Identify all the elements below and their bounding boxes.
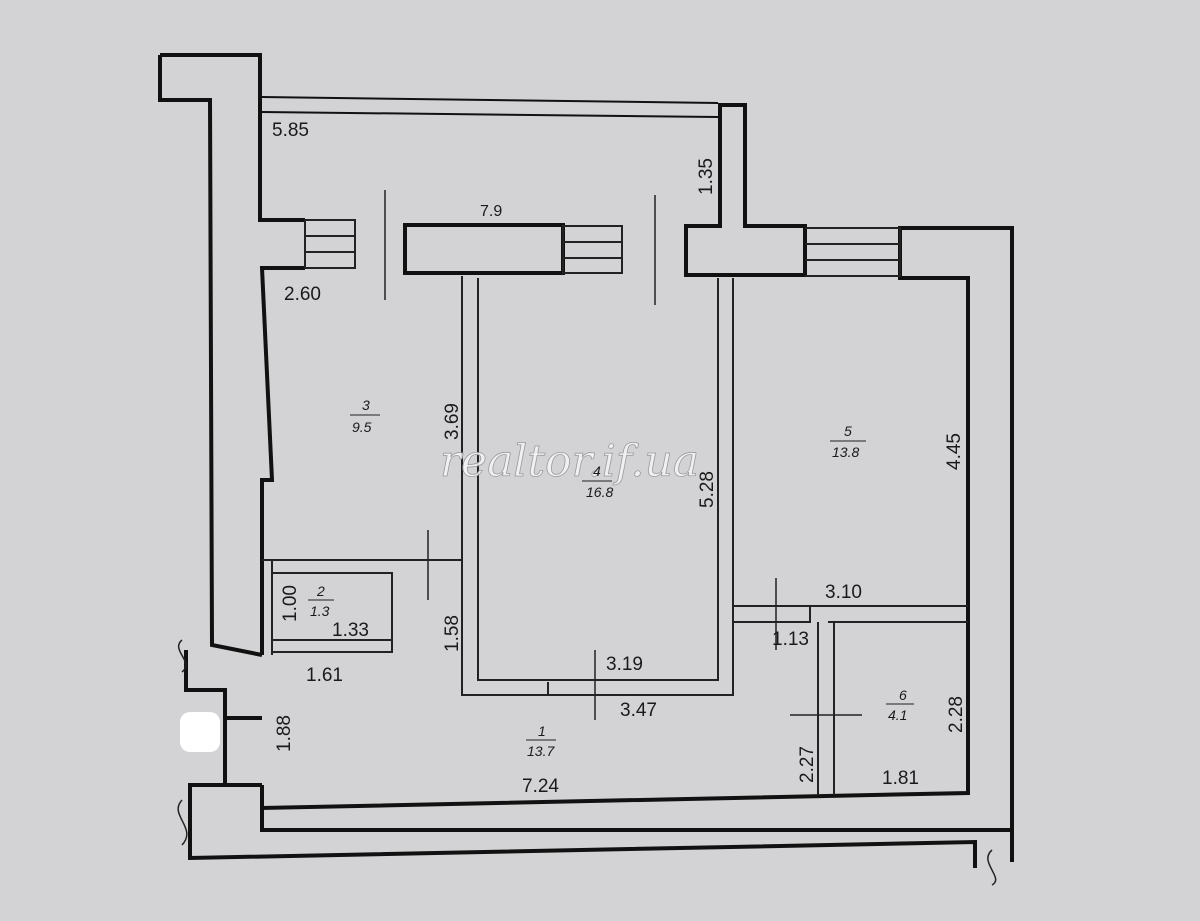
dimension-markers <box>177 190 997 886</box>
left-outer-wall <box>158 53 305 657</box>
dim-room6-top: 1.13 <box>772 629 809 650</box>
room-5-label: 5 13.8 <box>830 423 866 460</box>
dim-room5-width: 3.10 <box>825 582 862 603</box>
svg-text:1.3: 1.3 <box>310 603 330 619</box>
svg-text:3: 3 <box>362 397 370 413</box>
room-3-label: 3 9.5 <box>350 397 380 435</box>
dim-room4-inner-width: 3.19 <box>606 654 643 675</box>
dim-room3-depth: 3.69 <box>442 403 463 440</box>
balcony-edge <box>261 96 719 118</box>
watermark: realtor.if.ua <box>440 436 699 487</box>
wall-pier-1 <box>403 223 565 275</box>
dim-room6-height: 2.28 <box>946 696 967 733</box>
dim-room6-width: 1.81 <box>882 768 919 789</box>
svg-text:6: 6 <box>899 687 907 703</box>
dim-entry-width: 1.88 <box>274 715 295 752</box>
room-4-label: 4 16.8 <box>582 463 613 500</box>
dim-balcony-depth: 1.35 <box>696 158 717 195</box>
dim-room6-left: 2.27 <box>797 746 818 783</box>
wall-pier-2 <box>684 103 807 277</box>
bottom-outer-wall <box>188 808 1012 868</box>
entry-marker <box>180 712 220 752</box>
partitions <box>262 276 968 795</box>
dim-room4-depth: 5.28 <box>697 471 718 508</box>
svg-text:13.8: 13.8 <box>832 444 859 460</box>
dim-room2-width: 1.33 <box>332 620 369 641</box>
svg-text:2: 2 <box>316 583 325 599</box>
dim-room1-width: 7.24 <box>522 776 559 797</box>
svg-text:13.7: 13.7 <box>527 743 555 759</box>
svg-text:1: 1 <box>538 723 546 739</box>
dim-room2-height: 1.00 <box>280 585 301 622</box>
dim-corridor-cut: 1.58 <box>442 615 463 652</box>
svg-text:16.8: 16.8 <box>586 484 613 500</box>
window-frames <box>304 219 901 277</box>
svg-text:4: 4 <box>593 463 601 479</box>
room-6-label: 6 4.1 <box>886 687 914 723</box>
svg-text:4.1: 4.1 <box>888 707 907 723</box>
dim-room2-width-outer: 1.61 <box>306 665 343 686</box>
room-1-label: 1 13.7 <box>526 723 556 759</box>
room-2-label: 2 1.3 <box>308 583 334 619</box>
svg-text:9.5: 9.5 <box>352 419 372 435</box>
left-inner-wall <box>259 266 305 655</box>
svg-text:5: 5 <box>844 423 852 439</box>
dim-balcony-length: 5.85 <box>272 120 309 141</box>
dim-room4-outer-width: 3.47 <box>620 700 657 721</box>
dim-room5-depth: 4.45 <box>944 433 965 470</box>
dim-room3-width: 2.60 <box>284 284 321 305</box>
dim-window-span: 7.9 <box>480 203 502 220</box>
bottom-inner-wall <box>260 226 1014 862</box>
entry-wall <box>184 650 262 830</box>
